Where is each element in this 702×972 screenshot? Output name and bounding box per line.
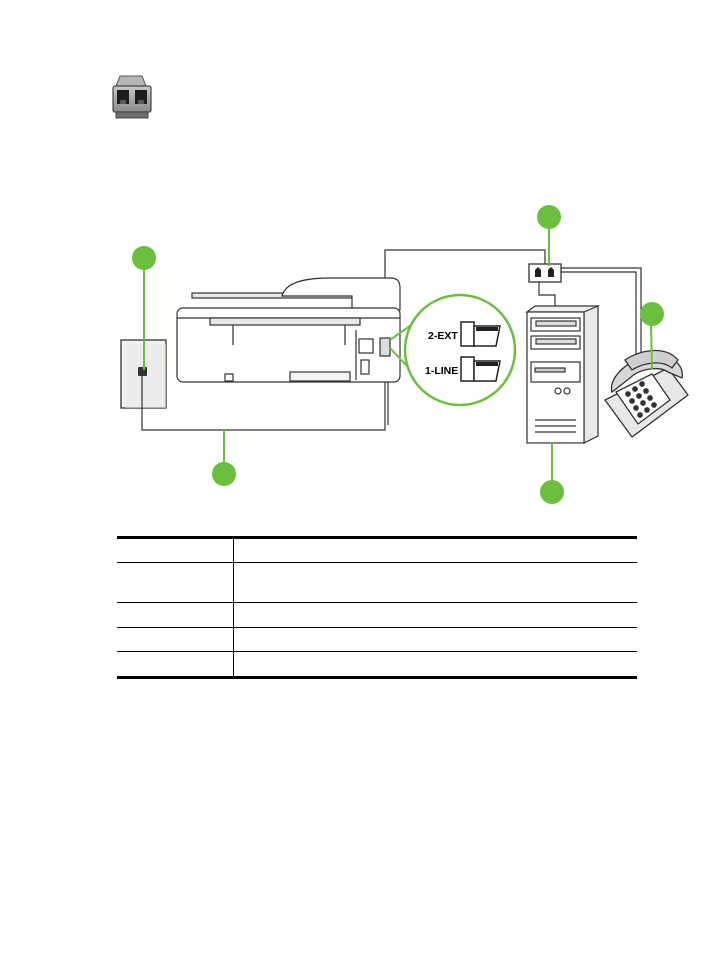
line-port-icon	[460, 356, 501, 382]
telephone	[604, 349, 689, 438]
wall-jack-port-icon	[138, 367, 147, 376]
legend-row-divider	[117, 562, 637, 563]
callout-splitter-badge	[537, 205, 561, 229]
callout-telephone-badge	[640, 302, 664, 326]
legend-row-divider	[117, 651, 637, 652]
parallel-splitter-icon	[112, 75, 152, 119]
legend-row-divider	[117, 627, 637, 628]
printer	[176, 277, 401, 383]
legend-bottom-rule	[117, 676, 637, 679]
ext-port-label: 2-EXT	[428, 330, 458, 342]
line-port-label: 1-LINE	[425, 365, 458, 377]
legend-row-divider	[117, 602, 637, 603]
printer-port-zoom: 2-EXT 1-LINE	[389, 293, 517, 407]
legend-column-divider	[233, 539, 234, 676]
legend-top-rule	[117, 536, 637, 539]
callout-cable-badge	[212, 462, 236, 486]
computer	[525, 305, 600, 444]
callout-wall-jack-badge	[132, 246, 156, 270]
fax-connection-diagram: 2-EXT 1-LINE	[120, 205, 689, 504]
ext-port-icon	[460, 321, 501, 347]
parallel-splitter	[528, 263, 562, 283]
callout-computer-badge	[540, 480, 564, 504]
